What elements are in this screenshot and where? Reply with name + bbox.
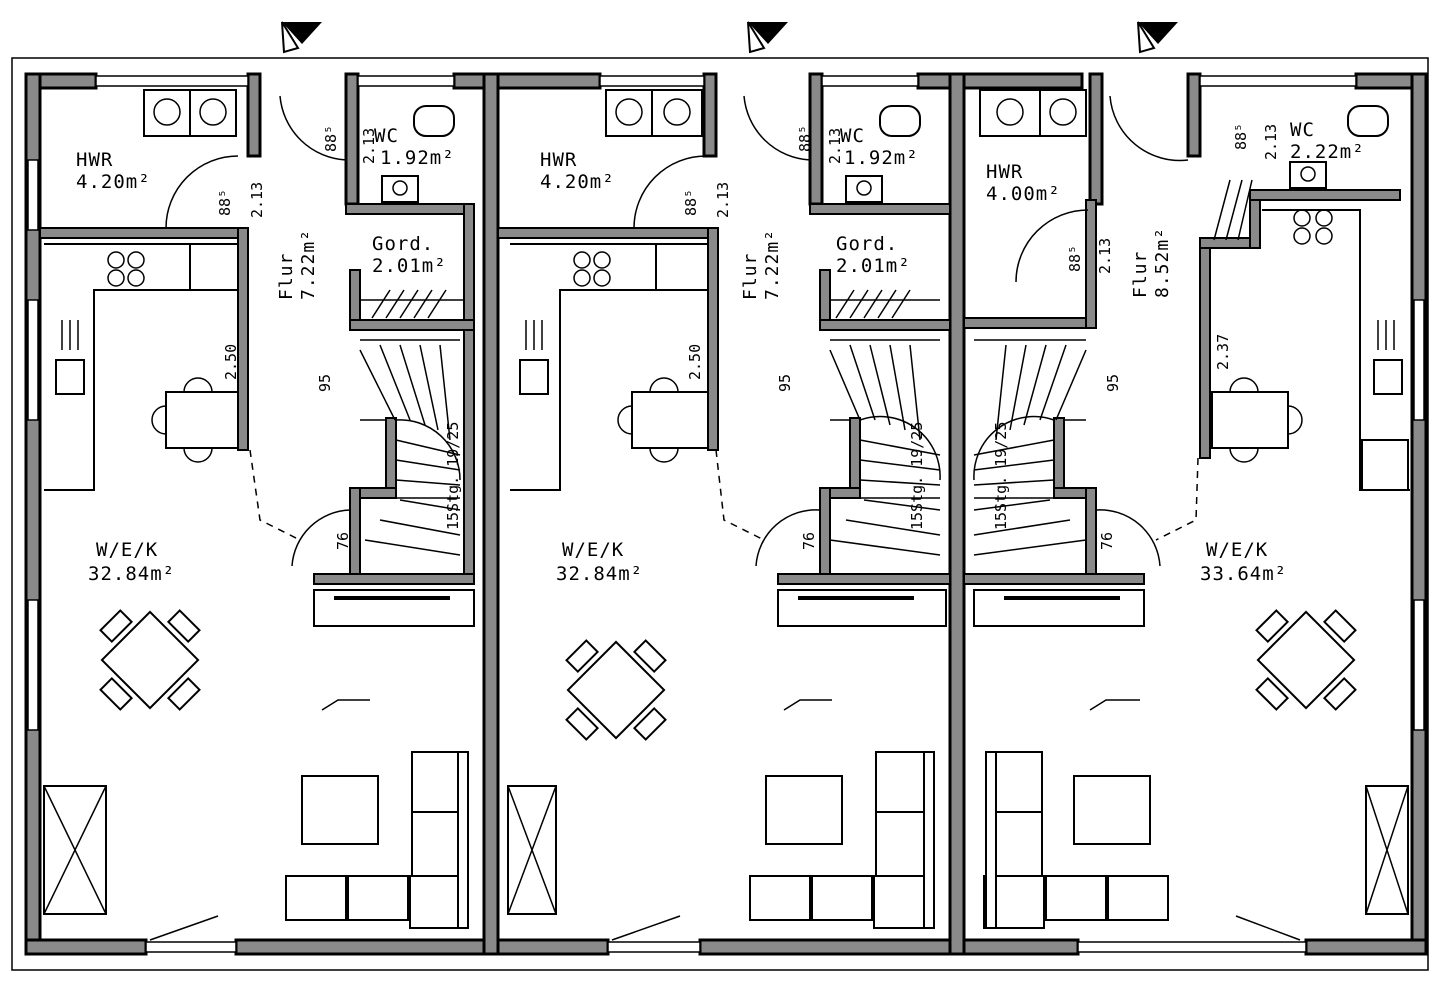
kitchen-dimension: 2.50 [222,344,240,380]
room-area-wek: 33.64m² [1200,563,1287,585]
door-height-wc: 2.13 [360,128,378,164]
room-name-wek: W/E/K [1206,539,1268,561]
stair-steps: 15Stg. 19/25 [992,422,1010,530]
door-height-hwr: 2.13 [1096,238,1114,274]
stair-steps: 15Stg. 19/25 [908,422,926,530]
room-area-wc: 2.22m² [1290,141,1365,163]
entrance-arrow-icon [747,21,788,54]
door-width-hwr: 88⁵ [216,189,234,216]
room-name-wc: WC [840,125,865,147]
room-area-wek: 32.84m² [556,563,643,585]
room-name-wc: WC [374,125,399,147]
room-area-wc: 1.92m² [380,147,455,169]
room-area-hwr: 4.20m² [76,171,151,193]
door-height-wc: 2.13 [826,128,844,164]
stair-steps: 15Stg. 19/25 [444,422,462,530]
unit-3 [963,89,1410,941]
stair-dimension-76: 76 [334,532,352,550]
kitchen-dimension: 2.50 [686,344,704,380]
room-name-flur: Flur [276,253,297,300]
room-name-wek: W/E/K [96,539,158,561]
site-border [11,57,1429,971]
room-name-wc: WC [1290,119,1315,141]
exterior-walls [24,72,1428,956]
door-height-hwr: 2.13 [714,182,732,218]
stair-dimension-76: 76 [800,532,818,550]
door-width-wc: 88⁵ [796,125,814,152]
room-name-flur: Flur [1130,251,1151,298]
room-area-wek: 32.84m² [88,563,175,585]
room-name-hwr: HWR [986,161,1023,183]
room-name-hwr: HWR [540,149,577,171]
room-name-flur: Flur [740,253,761,300]
room-area-flur: 8.52m² [1152,227,1173,298]
room-name-hwr: HWR [76,149,113,171]
stair-dimension-95: 95 [1104,374,1122,392]
room-name-gard: Gord. [372,233,434,255]
room-area-wc: 1.92m² [844,147,919,169]
unit-1 [39,89,475,941]
stair-dimension-95: 95 [776,374,794,392]
room-area-gard: 2.01m² [372,255,447,277]
kitchen-dimension: 2.37 [1214,334,1232,370]
room-area-hwr: 4.00m² [986,183,1061,205]
room-area-gard: 2.01m² [836,255,911,277]
room-area-flur: 7.22m² [762,229,783,300]
door-height-wc: 2.13 [1262,124,1280,160]
door-width-wc: 88⁵ [1232,123,1250,150]
entrance-arrow-icon [281,21,322,54]
room-name-wek: W/E/K [562,539,624,561]
stair-dimension-76: 76 [1098,532,1116,550]
entrance-arrow-icon [1137,21,1178,54]
room-area-flur: 7.22m² [298,229,319,300]
unit-2 [497,89,951,941]
door-height-hwr: 2.13 [248,182,266,218]
door-width-hwr: 88⁵ [1066,245,1084,272]
stair-dimension-95: 95 [316,374,334,392]
door-width-hwr: 88⁵ [682,189,700,216]
door-width-wc: 88⁵ [322,125,340,152]
room-area-hwr: 4.20m² [540,171,615,193]
room-name-gard: Gord. [836,233,898,255]
